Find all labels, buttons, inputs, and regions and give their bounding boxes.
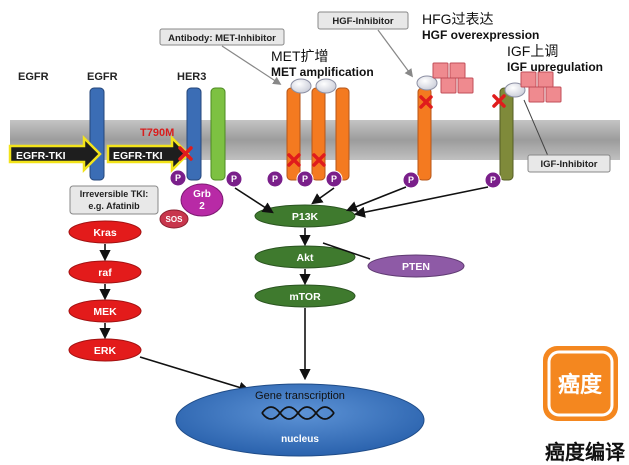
logo-glyph: 癌度	[558, 372, 603, 398]
grb2-label-1: Grb	[193, 189, 211, 200]
p-label: P	[490, 175, 496, 185]
kras-label: Kras	[93, 227, 117, 239]
p-label: P	[231, 174, 237, 184]
irreversible-tki-line1: Irreversible TKI:	[80, 189, 149, 199]
irreversible-tki-box	[69, 185, 159, 215]
logo-tile	[543, 346, 618, 421]
met-cn-label: MET扩增	[271, 48, 329, 64]
igf-ligand-bulb	[504, 82, 526, 98]
mek-label: MEK	[93, 306, 117, 318]
p-label: P	[408, 175, 414, 185]
grb2-label-2: 2	[199, 201, 205, 212]
raf-label: raf	[98, 267, 112, 279]
antibody-label: Antibody: MET-Inhibitor	[168, 33, 276, 44]
irreversible-tki-line2: e.g. Afatinib	[88, 201, 140, 211]
pten-node	[367, 254, 465, 278]
logo-tile-border	[547, 350, 614, 417]
igf-inhibitor-label: IGF-Inhibitor	[541, 159, 598, 170]
egfr-receptor	[89, 87, 105, 181]
p-label: P	[331, 174, 337, 184]
erk-label: ERK	[94, 345, 117, 357]
sos-node	[159, 209, 189, 229]
igf-cn-label: IGF上调	[507, 43, 558, 59]
kras-node	[68, 220, 142, 244]
pten-label: PTEN	[402, 261, 430, 273]
her3-receptor	[186, 87, 202, 181]
hgf-ligand-cluster	[432, 62, 474, 94]
dna-helix-icon	[261, 406, 335, 420]
gene-transcription-label: Gene transcription	[255, 390, 345, 402]
nucleus	[175, 383, 425, 457]
p-label: P	[272, 174, 278, 184]
her3-label: HER3	[177, 71, 206, 83]
hgf-inhibitor-pointer	[377, 29, 413, 78]
hfg-cn-label: HFG过表达	[422, 11, 494, 27]
nucleus-label: nucleus	[281, 434, 319, 445]
signal-arrows	[99, 186, 489, 393]
igf-ligand-cluster	[520, 71, 562, 103]
egfr-tki-arrow-1	[8, 134, 102, 174]
igf-en-label: IGF upregulation	[507, 60, 603, 74]
hgf-block-x-icon	[419, 95, 433, 109]
egfr-label-1: EGFR	[18, 71, 49, 83]
egfr-tki-arrow-2	[106, 134, 190, 174]
met-en-label: MET amplification	[271, 65, 374, 79]
egfr-tki-label-2: EGFR-TKI	[113, 150, 163, 162]
p13k-label: P13K	[292, 211, 319, 223]
t790m-label: T790M	[140, 127, 174, 139]
mtor-label: mTOR	[289, 291, 321, 303]
hgf-en-label: HGF overexpression	[422, 28, 539, 42]
egfr-label-2: EGFR	[87, 71, 118, 83]
logo-caption: 癌度编译	[545, 440, 625, 464]
block-x-icon	[178, 146, 193, 161]
p-label: P	[175, 173, 181, 183]
met-block-x-icon	[287, 153, 326, 167]
grb2-node	[180, 183, 224, 217]
hgf-inhibitor-label: HGF-Inhibitor	[332, 16, 394, 27]
hgf-inhibitor-box	[317, 11, 409, 30]
egfr-tki-label-1: EGFR-TKI	[16, 150, 66, 162]
met-receptors	[286, 78, 350, 181]
antibody-pointer	[221, 45, 282, 85]
her-partner-receptor	[210, 87, 226, 181]
akt-label: Akt	[297, 252, 314, 264]
igf-block-x-icon	[492, 94, 506, 108]
hgf-ligand-bulb	[416, 75, 438, 91]
pten-inhibition-line	[322, 242, 371, 260]
p-label: P	[302, 174, 308, 184]
igf-inhibitor-box	[527, 154, 611, 173]
antibody-box	[159, 28, 285, 46]
igf-inhibitor-pointer	[523, 99, 549, 157]
phospho-markers	[169, 169, 502, 189]
sos-label: SOS	[166, 215, 184, 224]
